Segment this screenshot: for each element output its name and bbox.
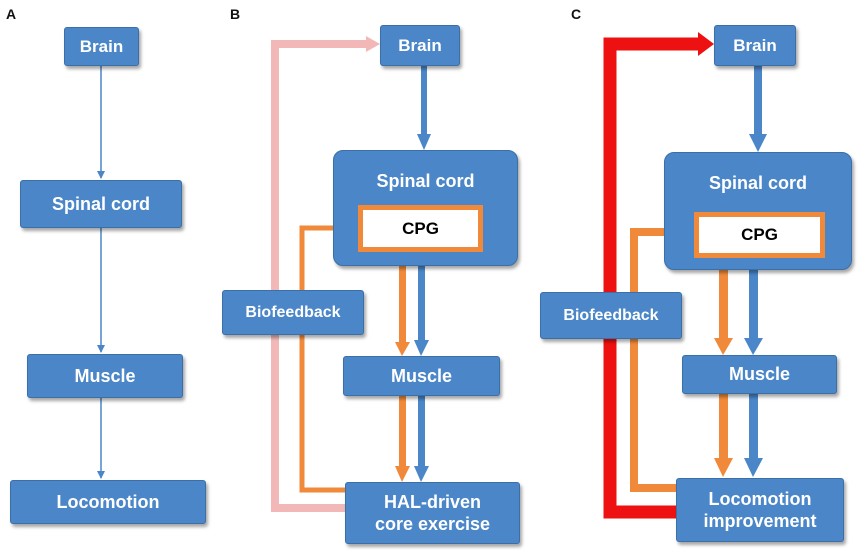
panel-b-muscle-box: Muscle — [343, 356, 500, 396]
panel-b-outcome-box: HAL-driven core exercise — [345, 482, 520, 544]
panel-c-cpg-box: CPG — [694, 212, 825, 258]
blue-arrow-brain-spinal-c — [754, 66, 762, 136]
orange-arrow-cpg-muscle-b — [399, 252, 406, 344]
blue-arrow-spinal-muscle-c — [749, 270, 758, 340]
blue-arrow-muscle-outcome-b — [418, 396, 425, 468]
panel-label-b: B — [230, 6, 241, 22]
orange-feedback-arrow-c — [630, 228, 680, 492]
panel-a-muscle-box: Muscle — [27, 354, 183, 398]
orange-feedback-arrow-b — [299, 225, 346, 493]
panel-c-arrows — [603, 32, 767, 519]
panel-b-arrows — [271, 36, 431, 512]
panel-c-muscle-box: Muscle — [682, 355, 837, 394]
red-feedback-arrow — [603, 37, 700, 519]
panel-c-outcome-line2: improvement — [703, 511, 817, 531]
panel-c-biofeedback-box: Biofeedback — [540, 292, 682, 339]
panel-c-outcome-box: Locomotion improvement — [676, 478, 844, 542]
orange-arrow-cpg-muscle-c — [719, 258, 728, 340]
panel-a-spinal-cord-box: Spinal cord — [20, 180, 182, 228]
panel-c-brain-box: Brain — [714, 25, 796, 66]
panel-b-cpg-box: CPG — [358, 205, 483, 252]
panel-a-locomotion-box: Locomotion — [10, 480, 206, 524]
panel-label-c: C — [571, 6, 582, 22]
panel-b-outcome-line1: HAL-driven — [383, 492, 481, 512]
blue-arrow-brain-spinal-b — [421, 66, 427, 136]
pink-arrow-head — [366, 36, 380, 52]
blue-arrow-spinal-muscle-b — [418, 266, 425, 342]
panel-b-outcome-line2: core exercise — [374, 514, 491, 534]
orange-arrow-muscle-outcome-c — [719, 394, 728, 460]
panel-c-outcome-line1: Locomotion — [708, 489, 812, 509]
panel-b-brain-box: Brain — [380, 25, 460, 66]
panel-a-brain-box: Brain — [64, 27, 139, 66]
red-arrow-head — [698, 32, 714, 56]
panel-b-biofeedback-box: Biofeedback — [222, 290, 364, 335]
panel-label-a: A — [6, 6, 17, 22]
blue-arrow-muscle-outcome-c — [749, 394, 758, 460]
orange-arrow-muscle-outcome-b — [399, 396, 406, 468]
pink-feedback-arrow — [271, 40, 366, 512]
